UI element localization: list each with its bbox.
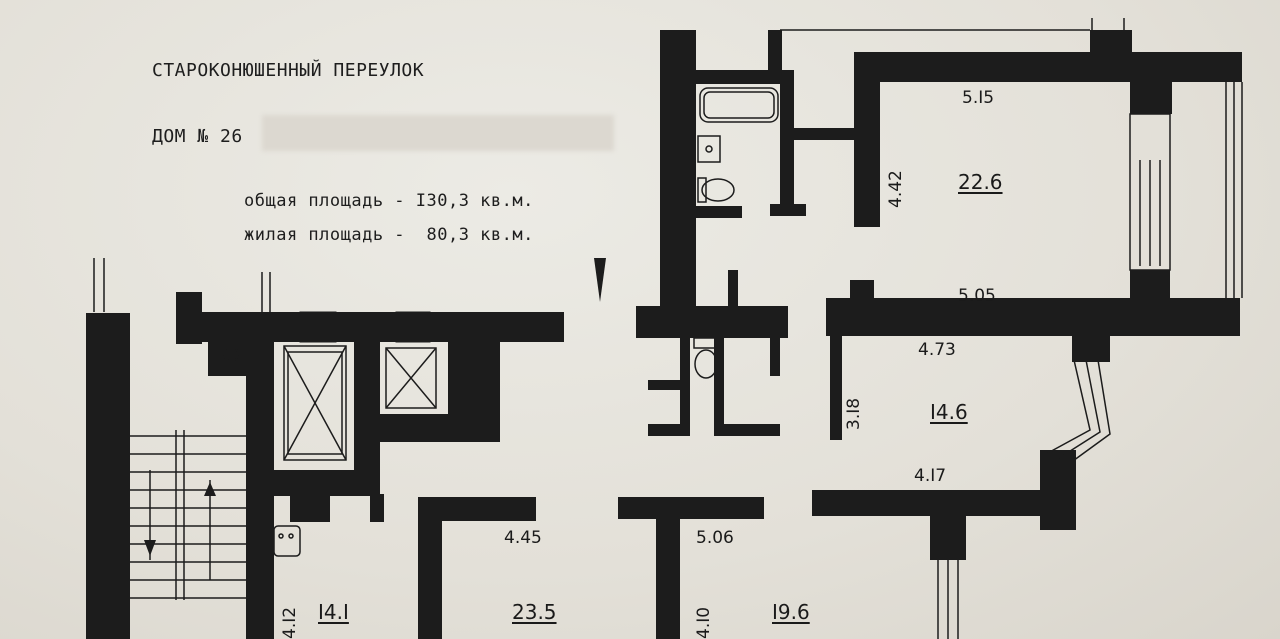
dimension-label: 4.I7 <box>914 466 947 486</box>
redacted-area <box>262 115 614 151</box>
walls <box>86 30 1242 639</box>
room-area-label: I9.6 <box>772 600 810 624</box>
dimension-label: 4.I2 <box>280 606 300 639</box>
dimension-label: 5.I5 <box>962 88 995 108</box>
room-area-label: I4.I <box>318 600 349 624</box>
dimension-label: 3.I8 <box>844 397 864 430</box>
vertical-lines <box>780 18 1125 52</box>
living-area: жилая площадь - 80,3 кв.м. <box>244 225 534 245</box>
room-area-label: 23.5 <box>512 600 557 624</box>
dimension-label: 5.06 <box>696 528 734 548</box>
dimension-label: 4.45 <box>504 528 542 548</box>
elevator-shafts <box>283 311 437 461</box>
dimension-label: 4.42 <box>886 170 906 208</box>
total-area: общая площадь - I30,3 кв.м. <box>244 191 534 211</box>
dimension-label: 4.I0 <box>694 606 714 639</box>
room-area-label: I4.6 <box>930 400 968 424</box>
windows <box>937 82 1243 639</box>
stair-arrows <box>144 258 606 556</box>
staircase <box>93 258 271 600</box>
street-name: СТАРОКОНЮШЕННЫЙ ПЕРЕУЛОК <box>152 60 425 81</box>
room-area-label: 22.6 <box>958 170 1003 194</box>
bathroom-fixtures <box>217 87 779 557</box>
house-number: ДОМ № 26 <box>152 126 243 147</box>
dimension-label: 4.73 <box>918 340 956 360</box>
dimension-label: 5.05 <box>958 286 996 306</box>
